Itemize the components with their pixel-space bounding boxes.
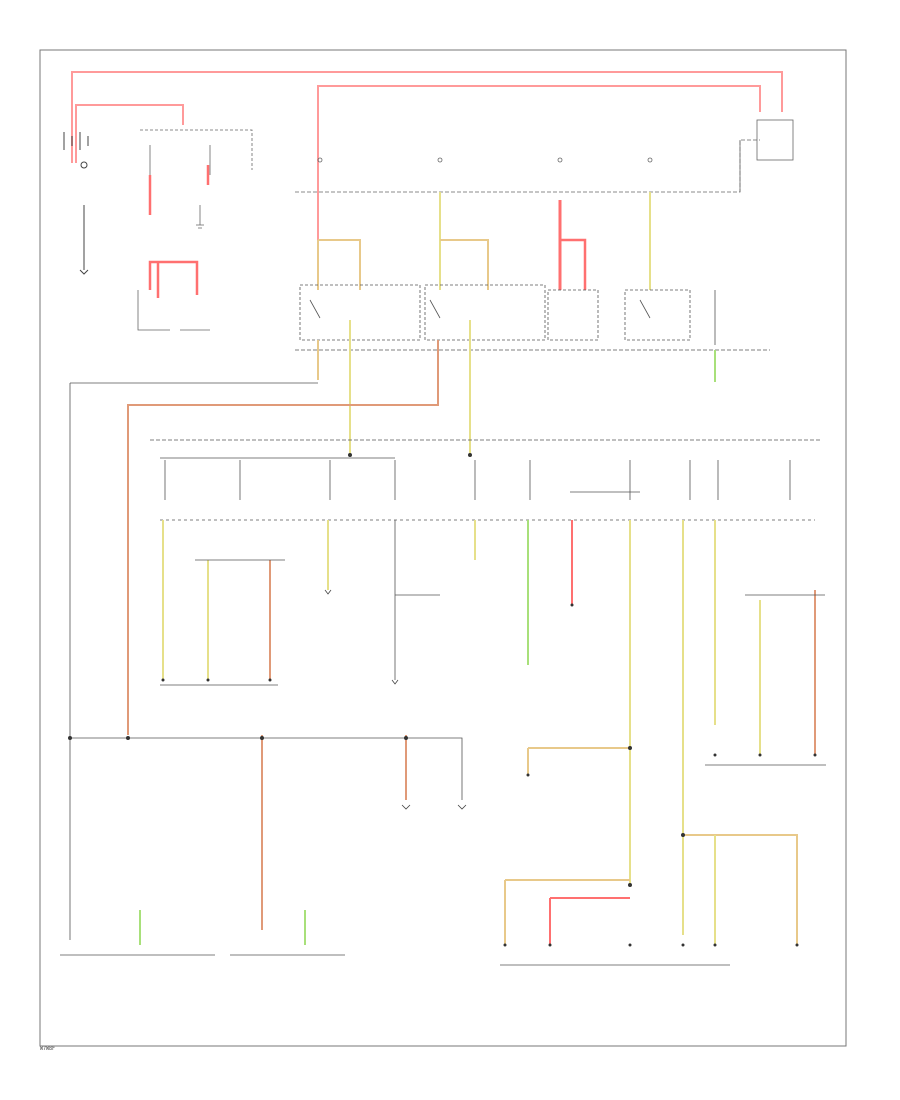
branch-wires <box>162 520 816 935</box>
relay-box-left <box>137 290 210 331</box>
fuse-drops <box>317 192 651 290</box>
junction-dots <box>68 453 817 947</box>
battery-symbol <box>63 132 89 275</box>
red-wire-relay <box>148 260 199 298</box>
diagram-id-code: W7W8F <box>40 1046 56 1052</box>
relay-output-wires <box>127 320 716 735</box>
connector-arrows <box>324 589 467 810</box>
secondary-fuse-panel <box>150 439 820 521</box>
relay-row <box>295 284 770 351</box>
ground-wire-left <box>69 382 318 940</box>
diagram-border <box>39 49 847 1047</box>
battery-feed-wires <box>71 71 783 192</box>
lower-bus-wires <box>139 735 798 945</box>
fuse-block-left <box>140 129 253 229</box>
main-fuse-panel <box>295 119 794 193</box>
lower-bus-lines <box>60 737 730 966</box>
branch-thin-lines <box>160 520 826 766</box>
